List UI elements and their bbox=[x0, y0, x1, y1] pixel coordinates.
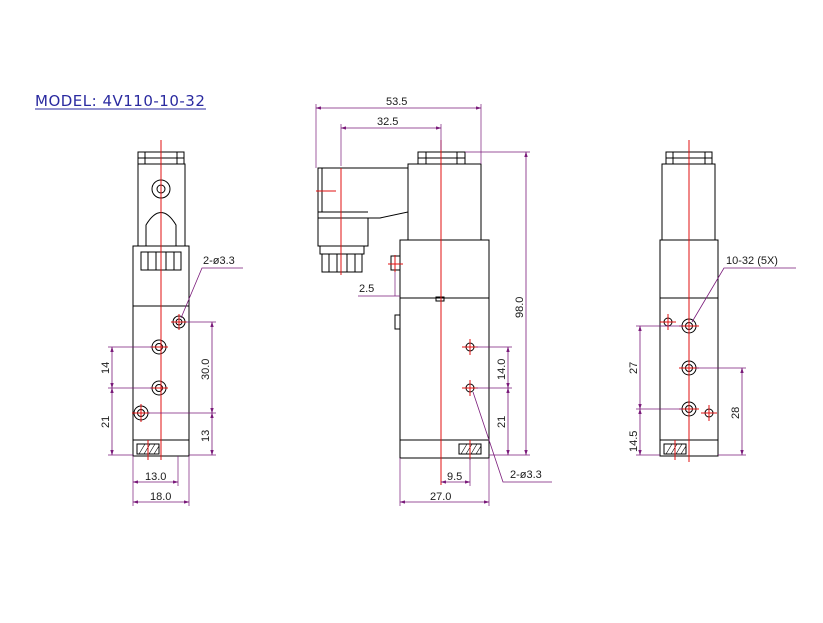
left-dim-21: 21 bbox=[100, 416, 112, 428]
middle-dim-27: 27.0 bbox=[430, 491, 451, 503]
right-dim-14-5: 14.5 bbox=[628, 431, 640, 452]
right-dim-27: 27 bbox=[628, 362, 640, 374]
middle-valve-body bbox=[399, 297, 490, 459]
middle-connector-housing bbox=[317, 167, 409, 247]
middle-dim-21: 21 bbox=[496, 416, 508, 428]
middle-dim-9-5: 9.5 bbox=[447, 471, 462, 483]
left-view: 2-ø3.3 14 21 30.0 13 13.0 18.0 bbox=[100, 140, 243, 506]
left-dim-30: 30.0 bbox=[200, 359, 212, 380]
right-thread-callout: 10-32 (5X) bbox=[726, 255, 778, 267]
middle-view: 53.5 32.5 98.0 14.0 21 2.5 9.5 27.0 2-ø3… bbox=[315, 96, 552, 506]
right-dim-28: 28 bbox=[730, 407, 742, 419]
middle-dim-32-5: 32.5 bbox=[377, 116, 398, 128]
middle-dim-53-5: 53.5 bbox=[386, 96, 407, 108]
right-view: 10-32 (5X) 27 14.5 28 bbox=[628, 140, 796, 462]
left-dim-14: 14 bbox=[100, 362, 112, 374]
left-dim-13v: 13 bbox=[200, 430, 212, 442]
middle-hole-callout: 2-ø3.3 bbox=[510, 469, 542, 481]
left-dim-13h: 13.0 bbox=[145, 471, 166, 483]
middle-dim-98: 98.0 bbox=[514, 297, 526, 318]
middle-solenoid-base bbox=[399, 239, 490, 299]
middle-coil bbox=[407, 163, 482, 241]
model-title: MODEL: 4V110-10-32 bbox=[35, 92, 205, 110]
middle-dim-14: 14.0 bbox=[496, 359, 508, 380]
left-hole-callout: 2-ø3.3 bbox=[203, 255, 235, 267]
left-dim-18: 18.0 bbox=[150, 491, 171, 503]
middle-cable-gland bbox=[319, 245, 365, 255]
middle-dim-2-5: 2.5 bbox=[359, 283, 374, 295]
